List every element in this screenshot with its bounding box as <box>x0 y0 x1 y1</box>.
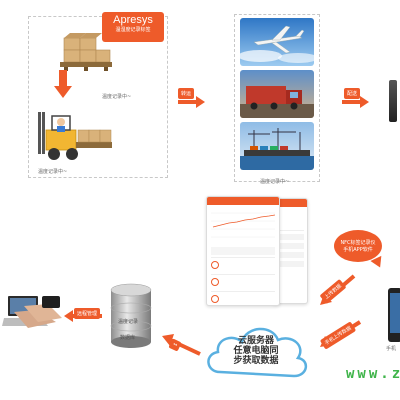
laptop-typing-icon <box>2 296 62 328</box>
truck-photo <box>240 70 314 118</box>
nfc-bubble-line1: NFC标签记录仪 <box>340 240 376 246</box>
app-screen-front <box>206 196 280 306</box>
cloud-icon <box>207 327 307 378</box>
server-top-label: 温度记录 <box>118 319 139 325</box>
tag-delivery: 配送 <box>344 88 361 99</box>
recording-label-bottom: 温度记录中~ <box>38 169 68 175</box>
tag-remote-manage: 远程管理 <box>74 308 101 319</box>
airplane-photo <box>240 18 314 66</box>
port-photo <box>240 122 314 170</box>
smartphone <box>388 288 400 342</box>
transport-arrow-head <box>196 96 205 108</box>
phone-label: 手机 <box>386 346 397 352</box>
transport-arrow-shaft <box>178 100 196 104</box>
forklift-icon <box>38 112 112 160</box>
brand-subtitle: 温湿度记录标签 <box>115 27 151 33</box>
cloud-to-server-arrow-icon <box>162 334 201 356</box>
brand-badge: Apresys 温湿度记录标签 <box>102 12 164 42</box>
carton-stack-icon <box>60 33 112 71</box>
delivery-arrow-head <box>360 96 369 108</box>
down-arrow-icon <box>54 70 72 98</box>
cloud-line2: 任意电脑同 <box>233 346 279 356</box>
watermark-text: www.z <box>346 366 400 382</box>
temperature-chart-icon <box>211 212 276 238</box>
database-server-icon <box>110 283 152 348</box>
cloud-line3: 步获取数据 <box>233 356 279 366</box>
server-bottom-label: 数据库 <box>120 335 136 341</box>
remote-arrow-head <box>64 310 73 322</box>
nfc-bubble: NFC标签记录仪 手机APP软件 <box>334 230 382 262</box>
recording-label-top: 温度记录中~ <box>102 94 132 100</box>
tag-transport: 转运 <box>178 88 195 99</box>
cloud-text: 云服务器 任意电脑同 步获取数据 <box>218 336 294 366</box>
delivery-arrow-shaft <box>342 100 360 104</box>
device-strip <box>389 80 397 122</box>
cloud-line1: 云服务器 <box>237 336 274 346</box>
nfc-bubble-line2: 手机APP软件 <box>343 247 373 253</box>
brand-title: Apresys <box>113 14 153 26</box>
recording-label-photos: 温度记录中~ <box>260 179 290 185</box>
